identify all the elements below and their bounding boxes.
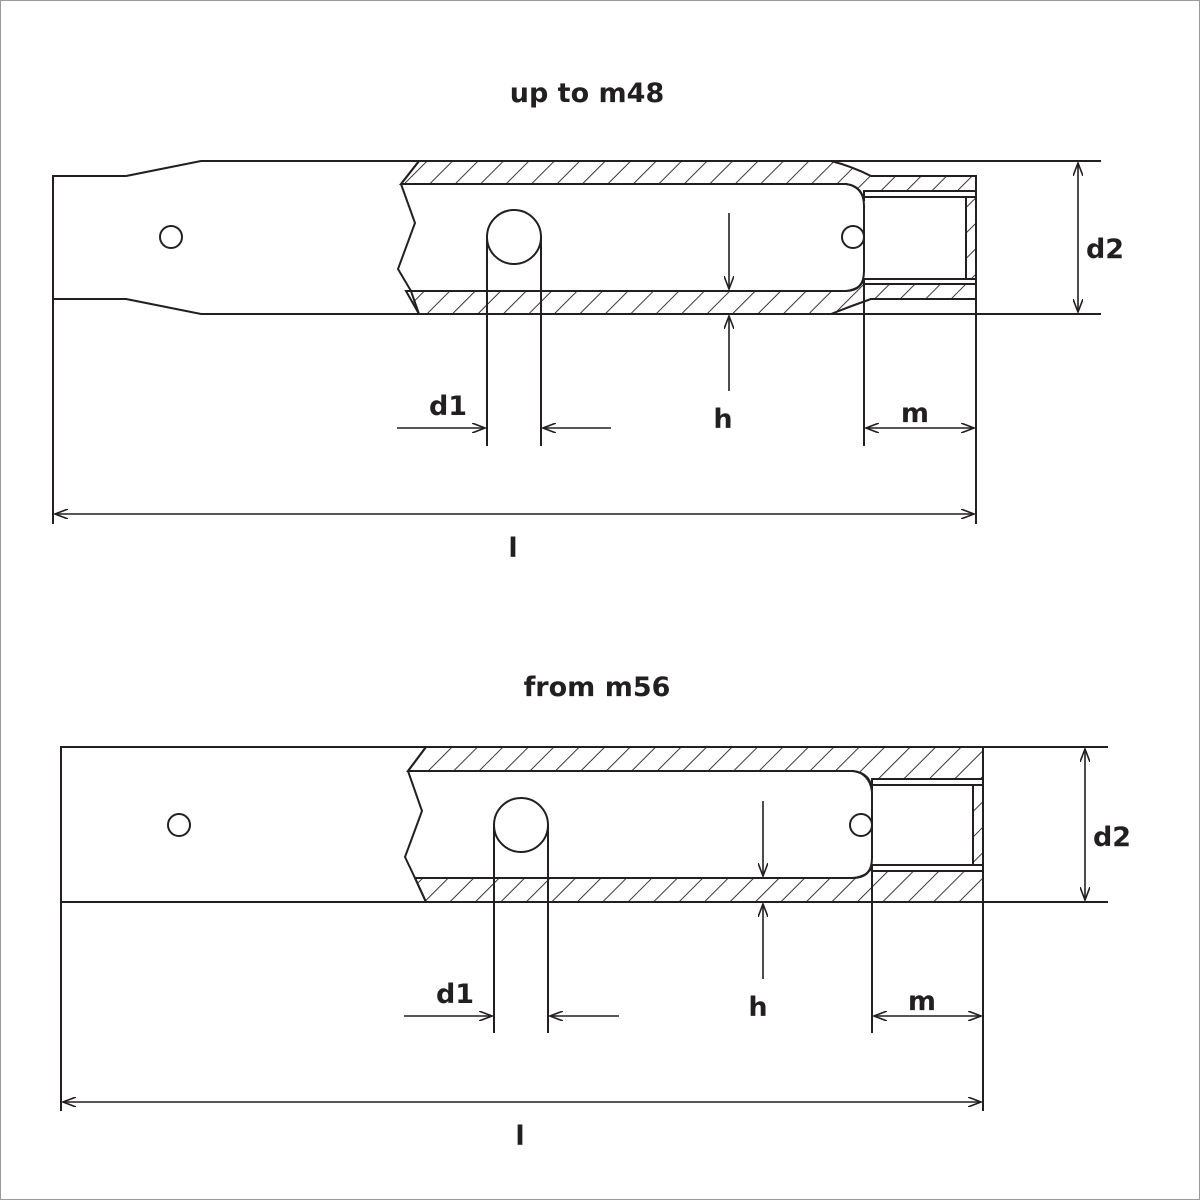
- label-h: h: [748, 992, 767, 1023]
- cross-hole-left: [167, 813, 191, 837]
- dimension-d1: d1: [404, 979, 619, 1016]
- dimension-d2: d2: [1078, 163, 1124, 312]
- dimension-m: m: [874, 986, 981, 1017]
- dimension-h: h: [713, 213, 732, 435]
- slot-pin: [486, 209, 542, 446]
- dimension-h: h: [748, 801, 767, 1023]
- diagram-title: up to m48: [510, 78, 665, 109]
- label-h: h: [713, 404, 732, 435]
- cross-hole-right: [849, 813, 873, 837]
- cross-hole-left: [159, 225, 183, 249]
- diagram-up-to-m48: up to m48: [52, 78, 1124, 564]
- label-d2: d2: [1093, 822, 1131, 853]
- label-d1: d1: [429, 391, 467, 422]
- label-d2: d2: [1086, 234, 1124, 265]
- dimension-d2: d2: [1085, 749, 1131, 900]
- hatched-thread-right: [965, 196, 977, 280]
- label-d1: d1: [436, 979, 474, 1010]
- label-l: l: [515, 1121, 524, 1152]
- label-m: m: [901, 398, 929, 429]
- dimension-d1: d1: [397, 391, 611, 428]
- hatched-thread-right: [972, 784, 984, 866]
- rod-outline: [52, 160, 1101, 524]
- hatched-wall-top: [398, 160, 977, 202]
- rod-outline: [60, 746, 1108, 1111]
- label-l: l: [508, 533, 517, 564]
- dimension-l: l: [55, 514, 974, 564]
- diagram-from-m56: from m56: [60, 672, 1131, 1152]
- label-m: m: [908, 986, 936, 1017]
- slot-pin: [493, 797, 549, 1033]
- dimension-m: m: [866, 398, 974, 429]
- dimension-l: l: [63, 1102, 981, 1152]
- diagram-title: from m56: [524, 672, 671, 703]
- hatched-wall-bottom: [404, 278, 977, 315]
- cross-hole-right: [841, 225, 865, 249]
